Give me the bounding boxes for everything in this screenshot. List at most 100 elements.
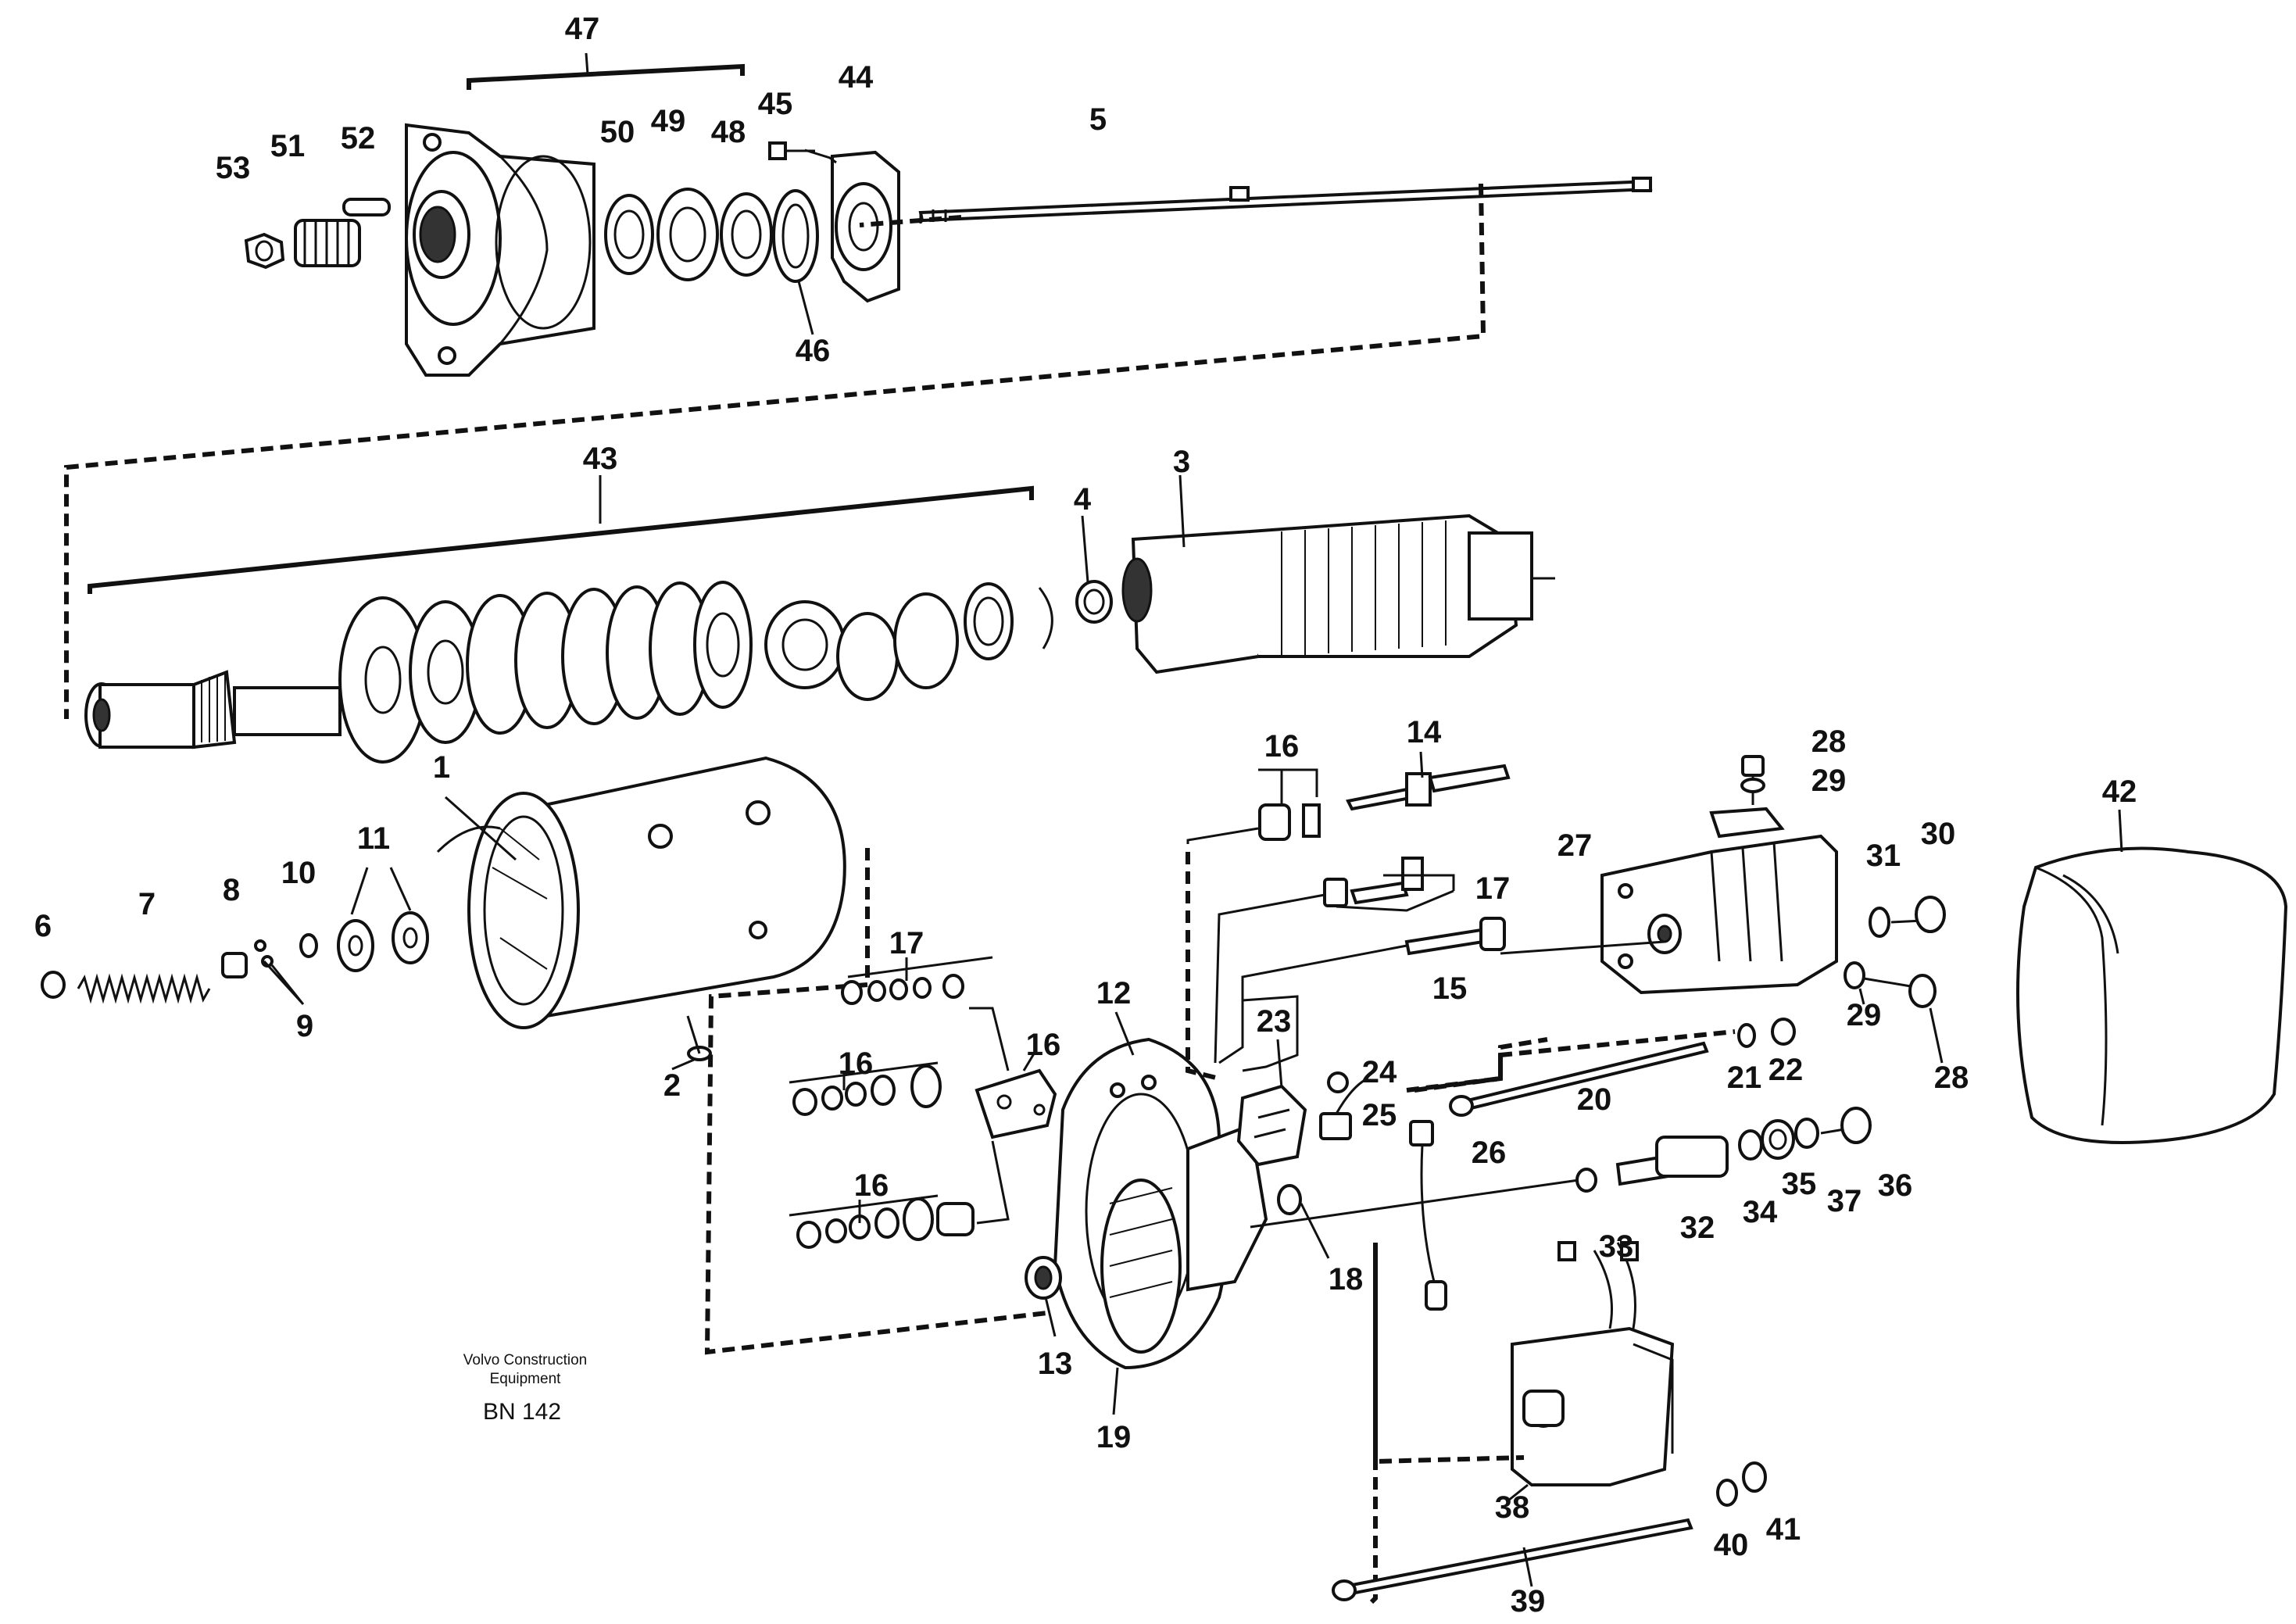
part-51-pinion — [294, 219, 361, 267]
callout-7: 7 — [138, 887, 156, 921]
caption-line-2: Equipment — [490, 1371, 562, 1387]
callout-29-side: 29 — [1847, 998, 1882, 1032]
callout-22: 22 — [1768, 1053, 1804, 1087]
part-38-solenoid-switch — [1511, 1241, 1675, 1486]
bracket-16-c — [789, 1194, 939, 1223]
part-39-rod — [1332, 1518, 1693, 1601]
part-4-bushing — [1075, 580, 1113, 624]
part-43-drive-shaft — [84, 670, 342, 749]
part-29-washer-top — [1740, 778, 1765, 793]
leader-47 — [585, 52, 589, 75]
part-17-fastener-set-a — [841, 974, 964, 1005]
leader-4 — [1081, 515, 1089, 583]
part-27-solenoid — [1600, 807, 1838, 995]
callout-49: 49 — [651, 104, 686, 138]
callout-17-a: 17 — [889, 926, 924, 960]
callout-31: 31 — [1866, 839, 1901, 873]
part-43-disc-pack — [338, 581, 1053, 764]
part-16-fastener-set-b — [792, 1064, 942, 1116]
bracket-23 — [1242, 995, 1299, 1072]
callout-24: 24 — [1362, 1055, 1397, 1089]
callout-16-terminal: 16 — [1026, 1028, 1061, 1062]
part-52-key — [342, 198, 391, 216]
callout-4: 4 — [1074, 482, 1092, 517]
part-22-nut — [1771, 1018, 1796, 1046]
caption-line-1: Volvo Construction — [463, 1352, 587, 1368]
part-46-washer — [772, 189, 819, 283]
part-53-nut — [244, 232, 285, 270]
callout-17-b: 17 — [1475, 871, 1511, 906]
callout-20: 20 — [1577, 1082, 1612, 1117]
leader-19 — [1112, 1367, 1119, 1415]
callout-18: 18 — [1329, 1262, 1364, 1297]
part-19-end-bracket — [1053, 1037, 1268, 1370]
callout-32: 32 — [1680, 1211, 1715, 1245]
wire-17-b — [1214, 893, 1325, 1064]
part-10-washer — [299, 933, 318, 958]
part-37-washer — [1794, 1118, 1819, 1149]
callout-9: 9 — [296, 1009, 313, 1043]
part-18-spring — [1277, 1184, 1302, 1215]
callout-51: 51 — [270, 129, 306, 163]
part-26-lead — [1409, 1120, 1447, 1311]
wire-32 — [1250, 1179, 1579, 1229]
callout-53: 53 — [216, 151, 251, 185]
callout-40: 40 — [1714, 1528, 1749, 1562]
part-20-stud — [1449, 1041, 1709, 1117]
leader-39 — [1522, 1547, 1533, 1587]
part-6-nut — [41, 971, 66, 999]
part-28-screw-side — [1863, 974, 1937, 1008]
callout-46: 46 — [796, 334, 831, 368]
part-5-through-bolt — [918, 177, 1653, 224]
part-21-washer — [1737, 1023, 1756, 1048]
callout-12: 12 — [1096, 976, 1132, 1011]
leader-45 — [804, 148, 837, 164]
callout-15: 15 — [1432, 971, 1468, 1006]
part-13-bushing — [1025, 1256, 1062, 1300]
callout-8: 8 — [223, 873, 240, 907]
callout-39: 39 — [1511, 1584, 1546, 1619]
callout-3: 3 — [1173, 445, 1190, 479]
callout-14: 14 — [1407, 715, 1442, 749]
callout-23: 23 — [1257, 1004, 1292, 1039]
dashed-connector-middle — [1186, 852, 1378, 1604]
part-1-yoke — [436, 756, 846, 1029]
leader-1 — [445, 796, 517, 861]
callout-37: 37 — [1827, 1184, 1862, 1218]
callout-6: 6 — [34, 909, 52, 943]
part-48-bushing — [720, 192, 773, 277]
callout-43: 43 — [583, 442, 618, 476]
part-3-armature — [1121, 513, 1555, 674]
part-49-bearing — [656, 188, 719, 281]
leader-12 — [1114, 1011, 1135, 1056]
bracket-17-a — [847, 956, 993, 981]
callout-28-top: 28 — [1811, 724, 1847, 759]
callout-21: 21 — [1727, 1061, 1762, 1095]
leader-9 — [263, 960, 305, 1006]
callout-5: 5 — [1089, 102, 1107, 137]
part-15-screw — [1404, 917, 1506, 956]
bracket-16-d — [1258, 768, 1318, 805]
part-16-terminal-block — [975, 1068, 1057, 1139]
leader-29-side — [1858, 988, 1865, 1005]
part-35-nut — [1761, 1119, 1795, 1160]
part-41-nut — [1742, 1461, 1767, 1493]
callout-38: 38 — [1495, 1490, 1530, 1525]
callout-34: 34 — [1743, 1195, 1778, 1229]
part-33-washer — [1575, 1168, 1597, 1193]
callout-25: 25 — [1362, 1098, 1397, 1132]
dashed-connector-38 — [1373, 1250, 1525, 1465]
dashed-connector-left — [704, 848, 1048, 1355]
part-16-brush-spring — [1258, 803, 1321, 841]
callout-13: 13 — [1038, 1347, 1073, 1381]
leader-2 — [671, 1058, 695, 1071]
wire-16 — [969, 1007, 1010, 1225]
part-30-screw — [1890, 896, 1946, 933]
part-44-plate — [831, 150, 900, 303]
dashed-connector-26 — [1414, 1037, 1548, 1093]
leader-28-side — [1929, 1007, 1944, 1064]
leader-11 — [350, 867, 412, 915]
leader-38 — [1507, 1483, 1529, 1502]
part-7-spring — [77, 973, 211, 1004]
